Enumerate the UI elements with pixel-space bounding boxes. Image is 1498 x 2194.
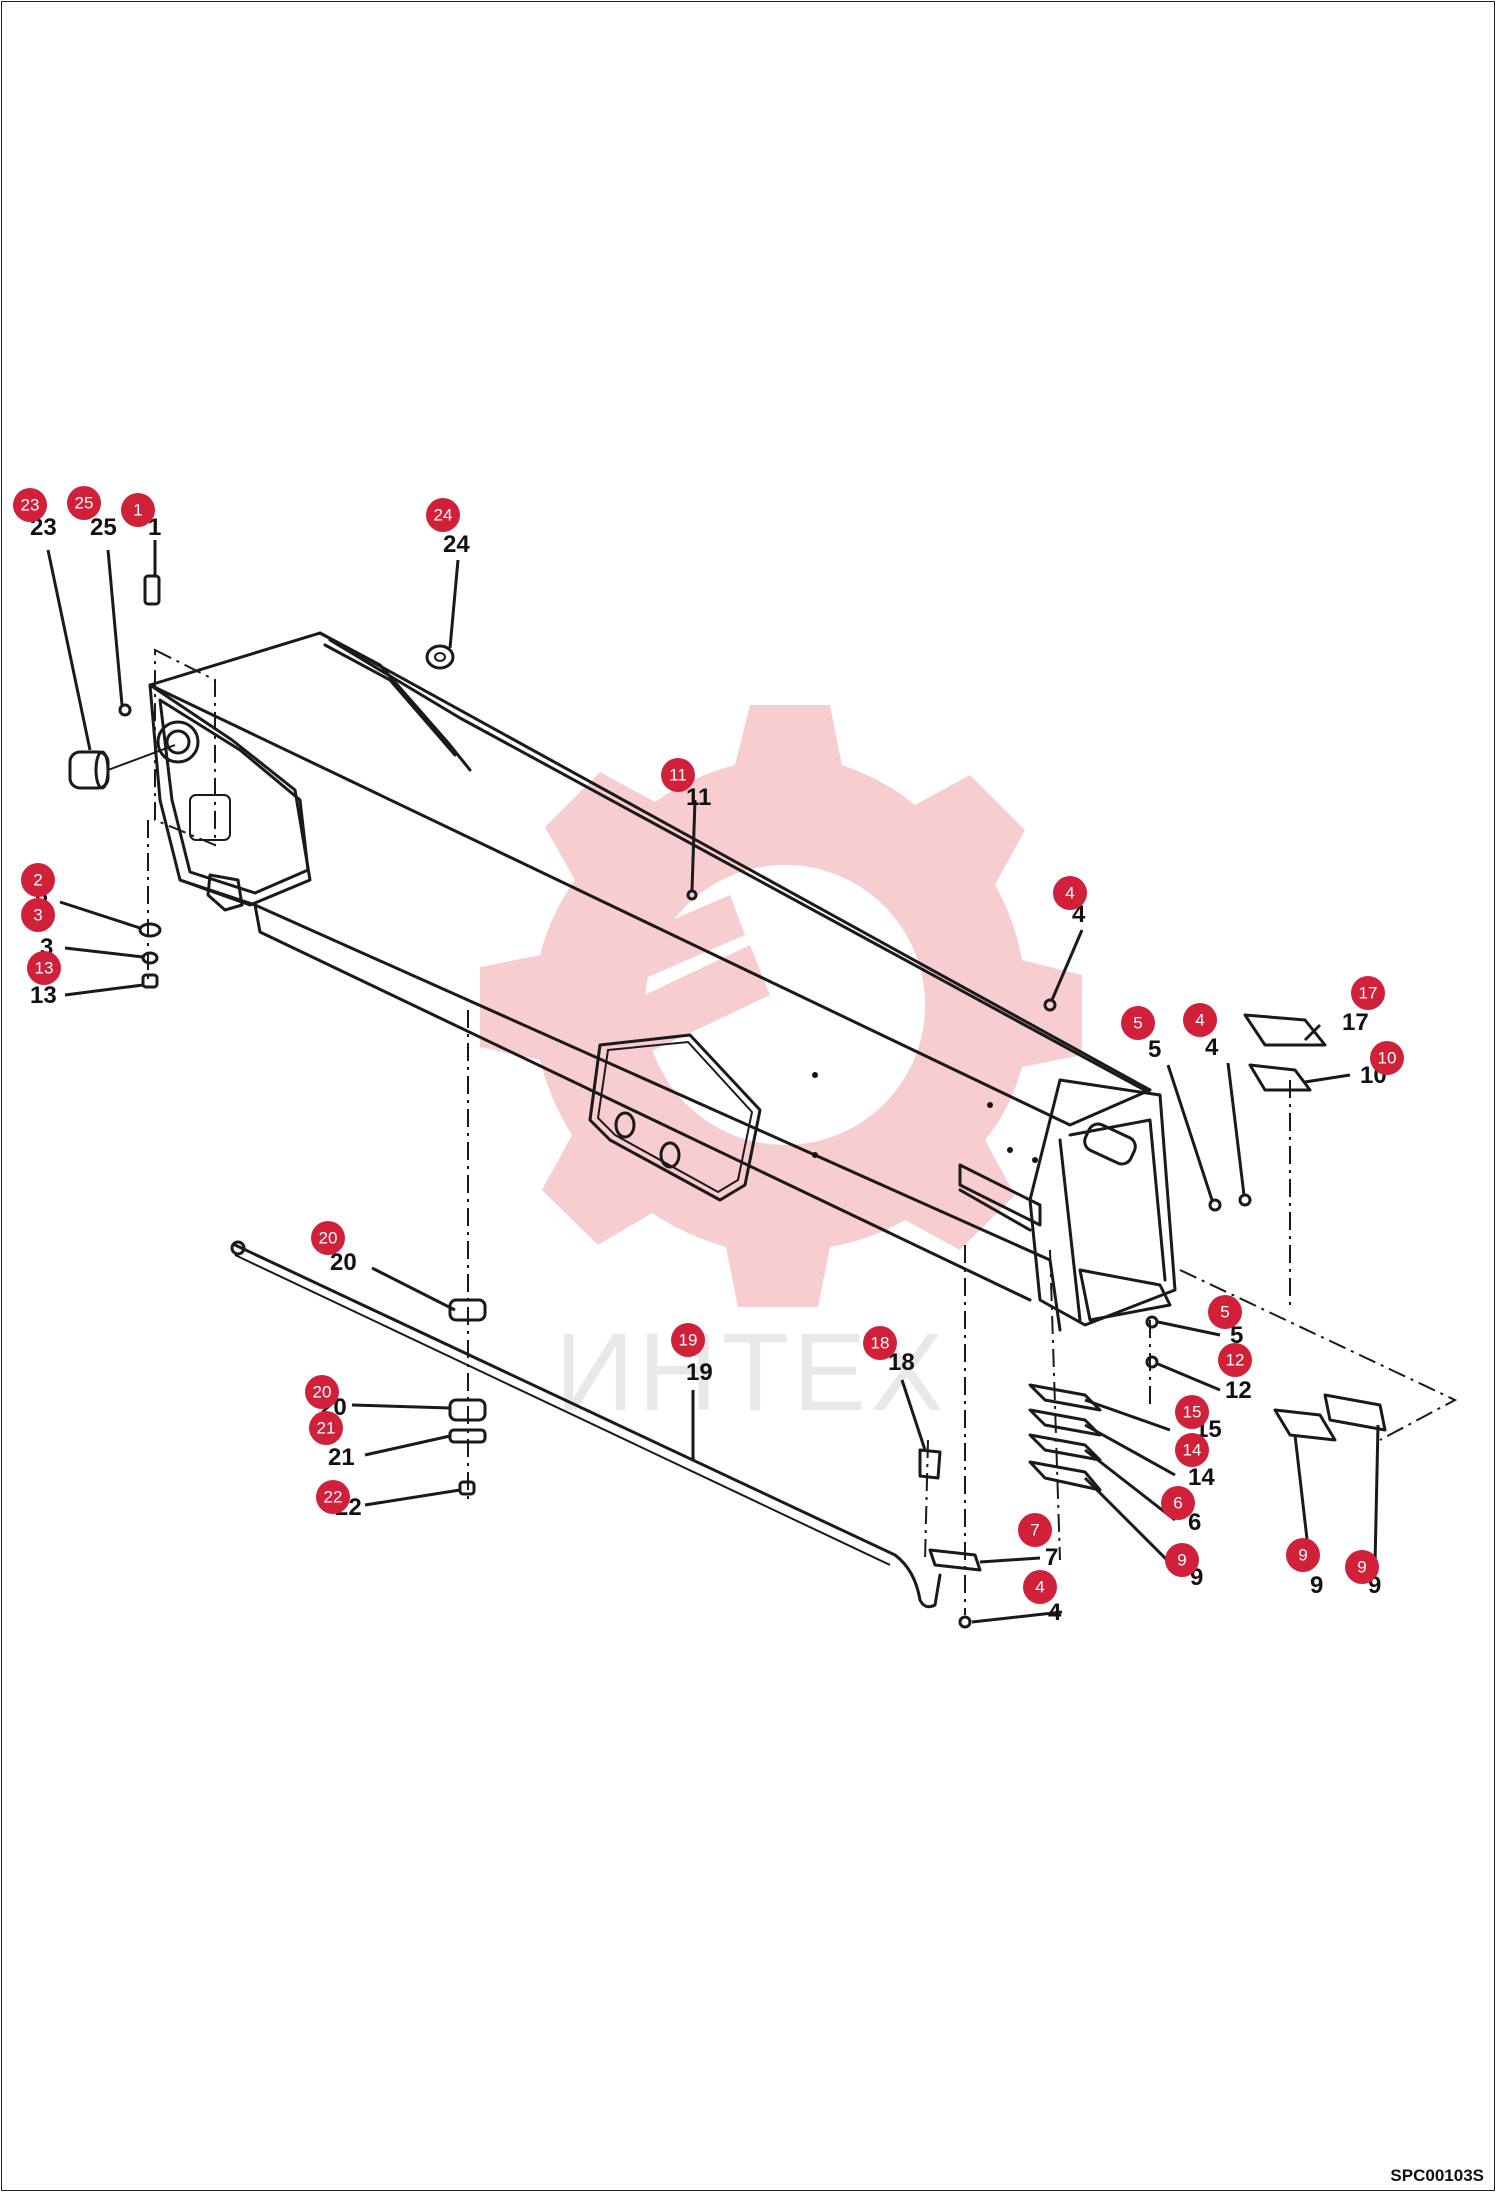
part-number: 14	[1188, 1464, 1215, 1491]
svg-text:17: 17	[1359, 984, 1378, 1003]
callout-badge-9[interactable]: 9	[1286, 1538, 1320, 1572]
svg-text:13: 13	[35, 959, 54, 978]
callout-badge-10[interactable]: 10	[1370, 1041, 1404, 1075]
part-number: 12	[1225, 1377, 1252, 1404]
callout-badge-21[interactable]: 21	[309, 1411, 343, 1445]
part-number: 4	[1205, 1034, 1219, 1061]
callout-badge-3[interactable]: 3	[21, 898, 55, 932]
svg-text:20: 20	[313, 1383, 332, 1402]
callout-badge-5[interactable]: 5	[1121, 1006, 1155, 1040]
callout-badge-20[interactable]: 20	[311, 1221, 345, 1255]
part-number: 11	[686, 784, 711, 811]
callout-badges: 23 25 1 24 11 2 3 13 4 5 4 17 10 5 12 15…	[13, 486, 1404, 1604]
svg-text:9: 9	[1177, 1551, 1186, 1570]
callout-badge-9[interactable]: 9	[1345, 1550, 1379, 1584]
svg-text:9: 9	[1298, 1546, 1307, 1565]
svg-text:4: 4	[1065, 884, 1074, 903]
callout-badge-23[interactable]: 23	[13, 488, 47, 522]
part-number: 5	[1148, 1036, 1161, 1063]
hydraulic-pipe	[230, 1240, 942, 1609]
callout-badge-25[interactable]: 25	[67, 486, 101, 520]
callout-badge-11[interactable]: 11	[661, 758, 695, 792]
part-number: 24	[443, 531, 470, 558]
callout-badge-18[interactable]: 18	[863, 1326, 897, 1360]
svg-text:5: 5	[1133, 1014, 1142, 1033]
svg-text:15: 15	[1183, 1403, 1202, 1422]
svg-text:11: 11	[669, 766, 687, 785]
svg-text:6: 6	[1173, 1494, 1182, 1513]
part-number: 1	[148, 514, 161, 541]
svg-text:7: 7	[1030, 1521, 1039, 1540]
callout-badge-24[interactable]: 24	[426, 498, 460, 532]
callout-badge-17[interactable]: 17	[1351, 976, 1385, 1010]
callout-badge-19[interactable]: 19	[671, 1323, 705, 1357]
callout-badge-20[interactable]: 20	[305, 1375, 339, 1409]
callout-badge-12[interactable]: 12	[1218, 1343, 1252, 1377]
svg-text:9: 9	[1357, 1558, 1366, 1577]
svg-text:22: 22	[324, 1488, 343, 1507]
svg-text:24: 24	[434, 506, 453, 525]
svg-text:18: 18	[871, 1334, 890, 1353]
callout-badge-4[interactable]: 4	[1023, 1570, 1057, 1604]
part-number: 5	[1230, 1322, 1243, 1349]
callout-badge-15[interactable]: 15	[1175, 1395, 1209, 1429]
svg-text:3: 3	[33, 906, 42, 925]
part-number: 13	[30, 982, 57, 1009]
callout-badge-14[interactable]: 14	[1175, 1433, 1209, 1467]
callout-badge-7[interactable]: 7	[1018, 1513, 1052, 1547]
svg-text:23: 23	[21, 496, 40, 515]
svg-text:25: 25	[75, 494, 94, 513]
part-number: 6	[1188, 1509, 1201, 1536]
svg-text:2: 2	[33, 871, 42, 890]
callout-badge-4[interactable]: 4	[1183, 1003, 1217, 1037]
svg-text:1: 1	[133, 501, 142, 520]
callout-badge-13[interactable]: 13	[27, 951, 61, 985]
svg-text:21: 21	[317, 1419, 336, 1438]
svg-text:4: 4	[1195, 1011, 1204, 1030]
svg-text:14: 14	[1183, 1441, 1202, 1460]
callout-badge-2[interactable]: 2	[21, 863, 55, 897]
svg-text:20: 20	[319, 1229, 338, 1248]
leader-lines	[46, 540, 1380, 1624]
callout-badge-5[interactable]: 5	[1208, 1295, 1242, 1329]
part-number: 25	[90, 514, 117, 541]
small-parts	[68, 574, 1387, 1629]
part-number: 21	[328, 1444, 355, 1471]
callout-badge-1[interactable]: 1	[121, 493, 155, 527]
part-numbers: 23 25 1 24 11 2 3 13 4 5 4 17 10 5 12 15…	[30, 514, 1387, 1626]
svg-text:10: 10	[1378, 1049, 1397, 1068]
part-number: 7	[1045, 1544, 1058, 1571]
part-number: 19	[686, 1359, 713, 1386]
callout-badge-22[interactable]: 22	[316, 1480, 350, 1514]
svg-text:19: 19	[679, 1331, 698, 1350]
drawing-code: SPC00103S	[1390, 2166, 1484, 2185]
boom-body	[148, 631, 1177, 1332]
svg-text:5: 5	[1220, 1303, 1229, 1322]
callout-badge-6[interactable]: 6	[1161, 1486, 1195, 1520]
callout-badge-4[interactable]: 4	[1053, 876, 1087, 910]
part-number: 4	[1048, 1599, 1062, 1626]
part-number: 17	[1342, 1009, 1369, 1036]
callout-badge-9[interactable]: 9	[1165, 1543, 1199, 1577]
part-number: 9	[1310, 1572, 1323, 1599]
svg-text:4: 4	[1035, 1578, 1044, 1597]
svg-text:12: 12	[1226, 1351, 1245, 1370]
